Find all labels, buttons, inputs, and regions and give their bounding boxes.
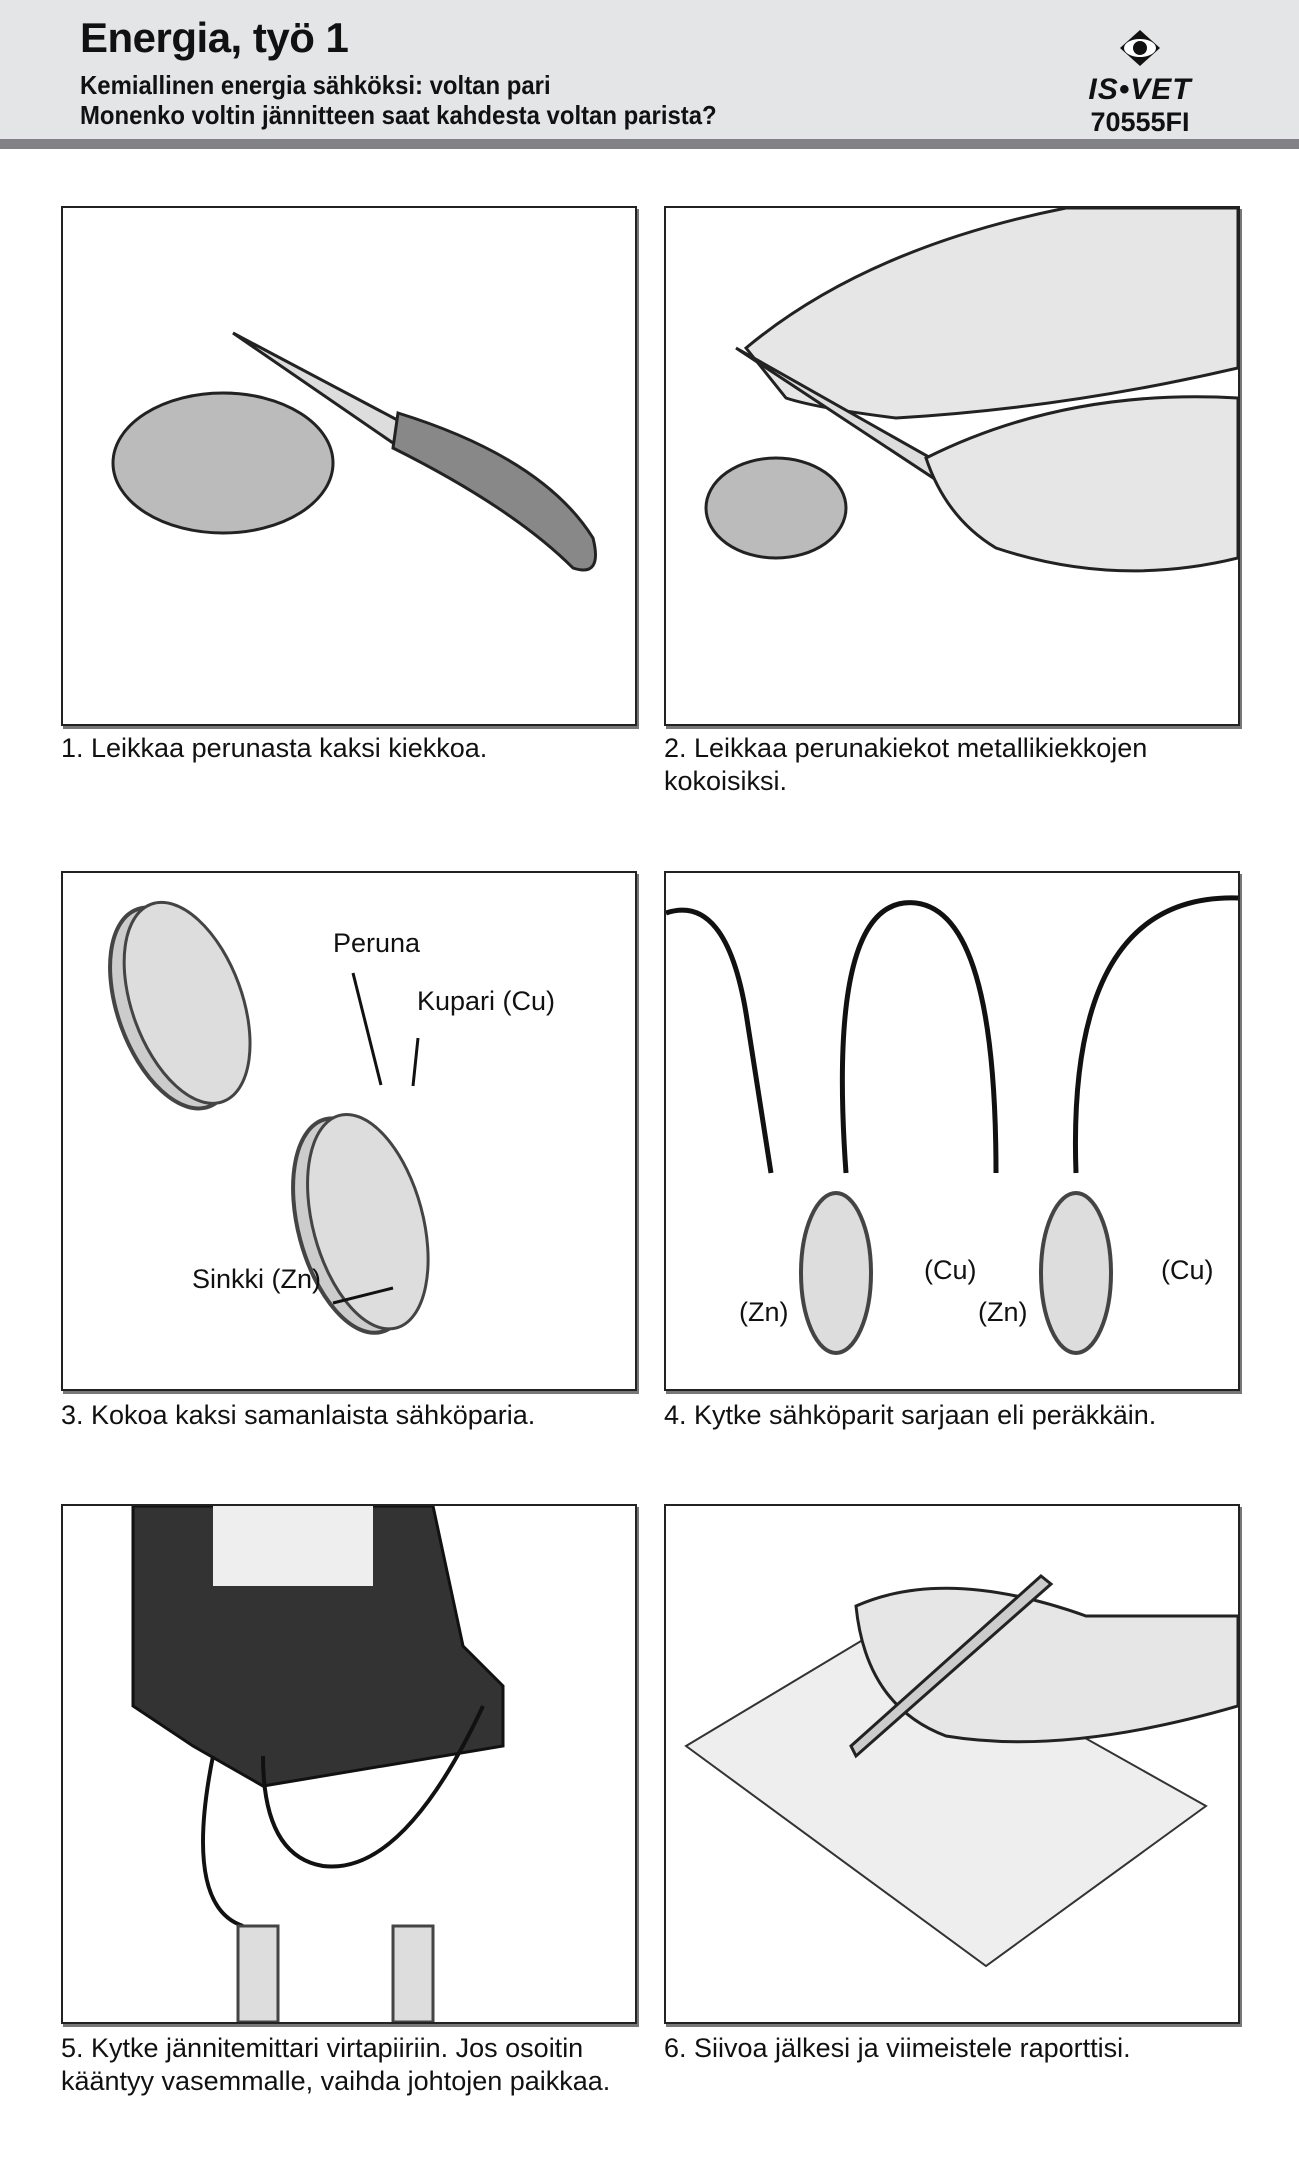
step-3-illustration [61,871,637,1391]
eye-icon [1120,30,1160,66]
label-sinkki: Sinkki (Zn) [192,1264,322,1294]
step-5-illustration [61,1504,637,2024]
step-5-caption: 5. Kytke jännitemittari virtapiiriin. Jo… [61,2033,611,2096]
label-zn-2: (Zn) [978,1297,1028,1327]
step-2-illustration [664,206,1240,726]
label-cu-2: (Cu) [1161,1255,1214,1285]
brand-name: IS•VET [1088,73,1192,106]
label-zn-1: (Zn) [739,1297,789,1327]
label-kupari: Kupari (Cu) [417,986,556,1016]
label-cu-1: (Cu) [924,1255,977,1285]
product-code: 70555FI [1090,107,1190,137]
step-4-illustration [664,871,1240,1391]
question: Monenko voltin jännitteen saat kahdesta … [80,100,717,130]
header-divider [0,139,1299,149]
step-1-caption: 1. Leikkaa perunasta kaksi kiekkoa. [61,733,488,763]
step-6-illustration [664,1504,1240,2024]
step-6-caption: 6. Siivoa jälkesi ja viimeistele raportt… [664,2033,1131,2063]
step-4-caption: 4. Kytke sähköparit sarjaan eli peräkkäi… [664,1400,1157,1430]
step-1-illustration [61,206,637,726]
subtitle: Kemiallinen energia sähköksi: voltan par… [80,70,551,100]
step-2-caption: 2. Leikkaa perunakiekot metallikiekkojen… [664,733,1148,796]
label-peruna: Peruna [333,928,421,958]
page-title: Energia, työ 1 [80,14,349,61]
header [0,0,1299,139]
step-3-caption: 3. Kokoa kaksi samanlaista sähköparia. [61,1400,536,1430]
logo: IS•VET 70555FI [1050,28,1230,138]
